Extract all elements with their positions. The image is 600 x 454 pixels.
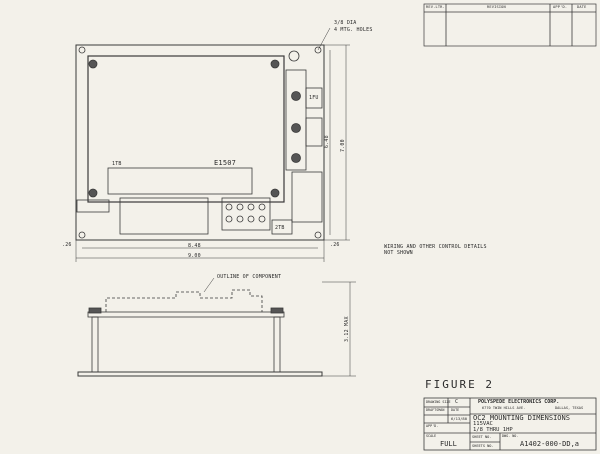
fuse-clip-top: [288, 50, 300, 62]
terminal-label-2tb: 2TB: [275, 225, 285, 231]
tb-address: 6770 TWIN HILLS AVE.: [482, 406, 526, 410]
tb-sheet-no-label: SHEET NO.: [472, 435, 492, 439]
tb-drawing-size-label: DRAWING SIZE: [426, 400, 451, 404]
rev-col-date: DATE: [577, 5, 587, 9]
tb-scale-label: SCALE: [426, 434, 437, 438]
fuse-label-1fu: 1FU: [309, 95, 319, 101]
terminal-block: [221, 197, 271, 231]
board-label-1tb: 1TB: [112, 161, 122, 167]
dim-width-outer: 9.00: [188, 253, 201, 259]
max-height-dim: 3.12 MAX: [344, 316, 350, 342]
small-block: [76, 199, 110, 213]
tb-title-line1: OC2 MOUNTING DIMENSIONS: [473, 414, 570, 422]
fuse-1fu: [305, 87, 323, 109]
tb-title-line3: 1/8 THRU 1HP: [473, 427, 513, 433]
dim-offset-bottom: .26: [330, 242, 340, 248]
tb-appd-label: APP'D.: [426, 424, 439, 428]
tb-city: DALLAS, TEXAS: [555, 406, 584, 410]
component-outline: [105, 289, 263, 312]
relay-block: [291, 171, 323, 223]
note-line-1: WIRING AND OTHER CONTROL DETAILS: [384, 244, 487, 250]
transformer: [119, 197, 209, 235]
tb-sheets-no-label: SHEETS NO.: [472, 444, 494, 448]
dim-offset-left: .26: [62, 242, 72, 248]
tb-dwg-no-label: DWG. NO.: [502, 434, 519, 438]
standoff-left: [91, 316, 99, 373]
circuit-board: [87, 55, 285, 203]
dim-height-inner: 6.48: [324, 135, 330, 148]
tb-company: POLYSPEDE ELECTRONICS CORP.: [478, 399, 560, 405]
board-side: [87, 311, 285, 318]
tb-scale-value: FULL: [440, 440, 457, 448]
dim-width-inner: 8.48: [188, 243, 201, 249]
base-plate-side: [77, 371, 323, 377]
outline-note: OUTLINE OF COMPONENT: [217, 274, 282, 280]
hole-note-count: 4 MTG. HOLES: [334, 27, 373, 33]
tb-date-value: 6/13/80: [451, 416, 468, 421]
tb-title-line2: 115VAC: [473, 421, 493, 427]
mounting-plate: [75, 44, 325, 241]
mounting-hole-tl: [78, 46, 86, 54]
mounting-hole-br: [314, 231, 322, 239]
fuse-side: [305, 117, 323, 147]
hole-note-dia: 3/8 DIA: [334, 20, 357, 26]
board-terminal-strip: [107, 167, 253, 195]
dim-height-outer: 7.00: [340, 139, 346, 152]
note-line-2: NOT SHOWN: [384, 250, 413, 256]
mounting-hole-bl: [78, 231, 86, 239]
board-label-e1507: E1507: [214, 159, 237, 167]
standoff-right: [273, 316, 281, 373]
rev-col-appd: APP'D.: [553, 5, 568, 9]
rev-col-ltr: REV.LTR.: [426, 5, 445, 9]
rev-col-revision: REVISION: [487, 5, 506, 9]
tb-draftsman-label: DRAFTSMAN: [426, 408, 445, 412]
tb-drawing-size: C: [455, 399, 459, 405]
terminal-2tb: [271, 219, 293, 235]
tb-date-label: DATE: [451, 408, 460, 412]
figure-label: FIGURE 2: [425, 378, 494, 391]
mounting-hole-tr: [314, 46, 322, 54]
tb-dwg-no: A1402-000-DD,a: [520, 440, 580, 448]
